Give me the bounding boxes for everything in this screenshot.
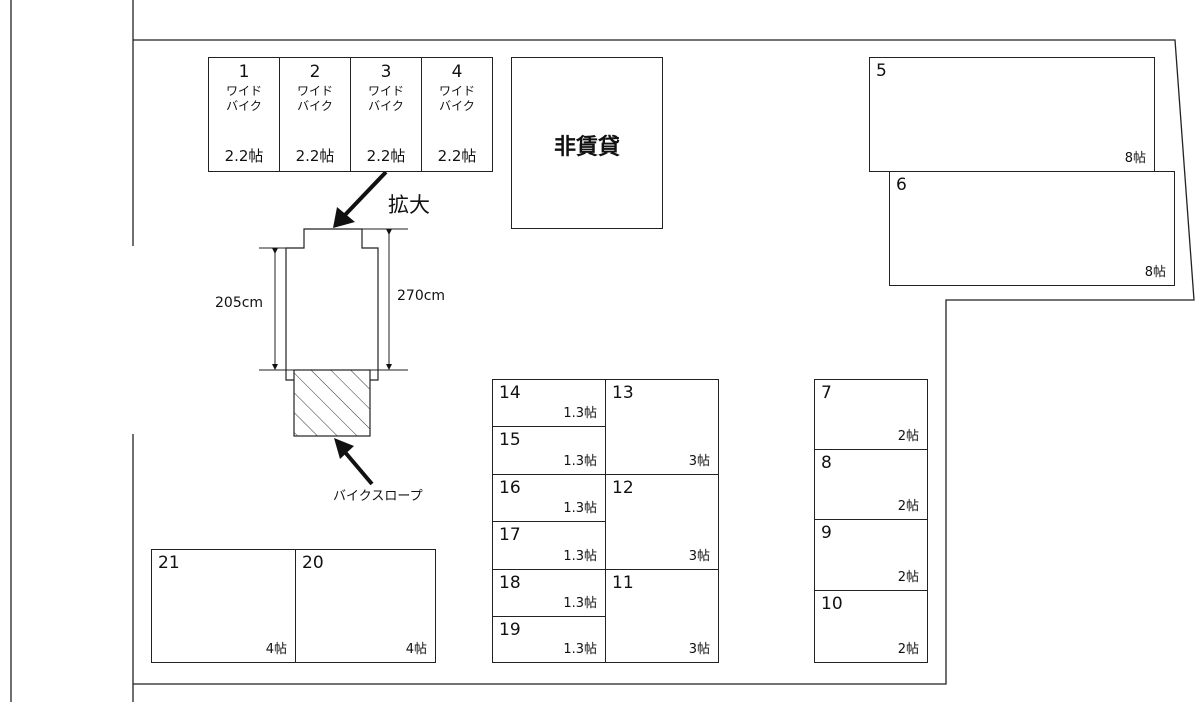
enlarge-arrow bbox=[342, 170, 388, 218]
wide-unit-3: 3 ワイドバイク 2.2帖 bbox=[350, 57, 422, 172]
unit-8: 8 2帖 bbox=[814, 449, 928, 520]
bike-slope-hatch bbox=[293, 369, 371, 437]
unit-21: 21 4帖 bbox=[151, 549, 296, 663]
unit-19: 19 1.3帖 bbox=[492, 616, 606, 663]
bike-slope-label: バイクスロープ bbox=[333, 489, 423, 504]
slope-arrow bbox=[342, 449, 374, 486]
non-rental-area: 非賃貸 bbox=[511, 57, 663, 229]
unit-9: 9 2帖 bbox=[814, 519, 928, 591]
wide-unit-2: 2 ワイドバイク 2.2帖 bbox=[279, 57, 351, 172]
unit-17: 17 1.3帖 bbox=[492, 521, 606, 570]
unit-7: 7 2帖 bbox=[814, 379, 928, 450]
building-outline-top bbox=[133, 39, 1195, 685]
unit-18: 18 1.3帖 bbox=[492, 569, 606, 617]
unit-13: 13 3帖 bbox=[605, 379, 719, 475]
unit-6: 6 8帖 bbox=[889, 171, 1175, 286]
wide-unit-1: 1 ワイドバイク 2.2帖 bbox=[208, 57, 280, 172]
unit-11: 11 3帖 bbox=[605, 569, 719, 663]
unit-20: 20 4帖 bbox=[295, 549, 436, 663]
unit-14: 14 1.3帖 bbox=[492, 379, 606, 427]
non-rental-label: 非賃貸 bbox=[553, 135, 620, 160]
dimension-inner-label: 205cm bbox=[215, 295, 264, 311]
wide-unit-4: 4 ワイドバイク 2.2帖 bbox=[421, 57, 493, 172]
enlarged-unit-outline bbox=[285, 228, 379, 370]
unit-12: 12 3帖 bbox=[605, 474, 719, 570]
slope-arrowhead bbox=[334, 438, 354, 459]
dimension-outer-label: 270cm bbox=[397, 288, 446, 304]
unit-5: 5 8帖 bbox=[869, 57, 1155, 172]
enlarge-arrowhead bbox=[333, 207, 355, 228]
enlarge-label: 拡大 bbox=[388, 193, 430, 217]
unit-16: 16 1.3帖 bbox=[492, 474, 606, 522]
unit-10: 10 2帖 bbox=[814, 590, 928, 663]
slope-base bbox=[285, 370, 294, 381]
slope-base-right bbox=[370, 370, 379, 381]
unit-15: 15 1.3帖 bbox=[492, 426, 606, 475]
